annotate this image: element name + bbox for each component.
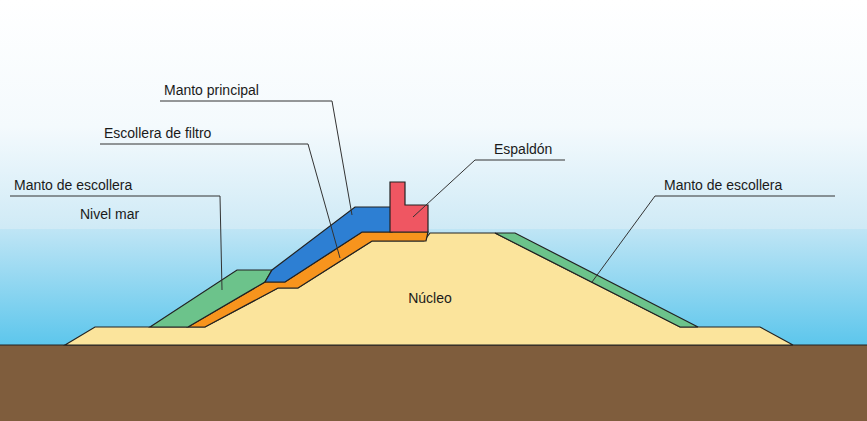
part-label: Escollera de filtro (104, 125, 211, 141)
armour-layer-left (150, 270, 272, 327)
armour-layer-right (495, 233, 698, 327)
core-shape (65, 233, 793, 345)
leader-lines (10, 101, 835, 290)
core-label: Núcleo (408, 290, 452, 306)
leader-line (592, 196, 835, 282)
sea (0, 229, 867, 346)
sky (0, 0, 867, 229)
leader-line (10, 196, 222, 290)
core-region: Núcleo (402, 286, 458, 310)
part-label: Manto de escollera (664, 177, 782, 193)
leader-line (413, 160, 565, 217)
part-label: Manto de escollera (14, 177, 132, 193)
sea-level-label: Nivel mar (80, 206, 139, 222)
part-label: Manto principal (164, 82, 259, 98)
part-label: Espaldón (494, 141, 552, 157)
seabed (0, 345, 867, 421)
crown-wall (390, 182, 428, 232)
